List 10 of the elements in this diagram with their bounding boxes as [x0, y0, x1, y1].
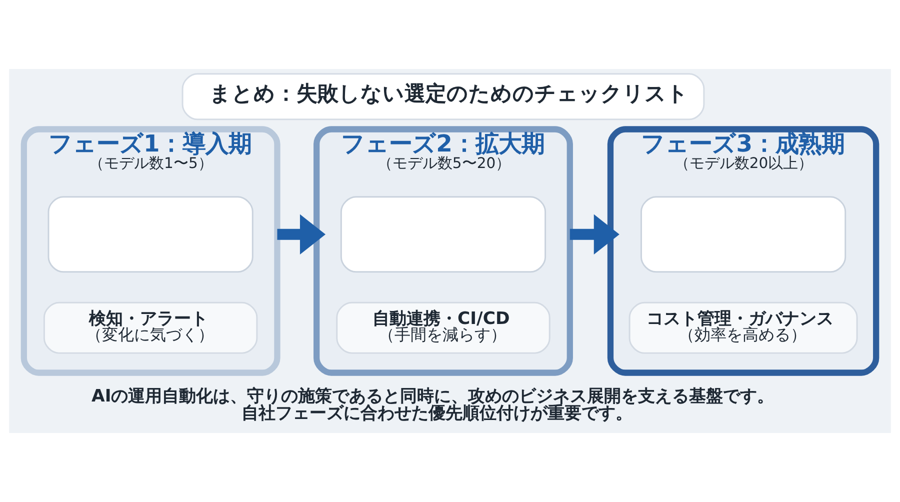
label: AIの運用自動化は、守りの施策であると同時に、攻めのビジネス展開を支える基盤です。自社フェーズに合わせた優先順位付けが重要です。 — [92, 386, 774, 424]
node-box — [48, 196, 254, 273]
arrow — [277, 214, 326, 255]
node-box — [640, 196, 846, 273]
arrow — [570, 214, 620, 255]
node-box: コスト管理・ガバナンス （効率を高める） — [628, 302, 858, 354]
node-box: 自動連携・CI/CD （手間を減らす） — [336, 302, 550, 354]
node-box: 検知・アラート （変化に気づく） — [43, 302, 258, 354]
node-box: まとめ：失敗しない選定のためのチェックリスト — [182, 73, 705, 120]
node-box — [340, 196, 546, 273]
